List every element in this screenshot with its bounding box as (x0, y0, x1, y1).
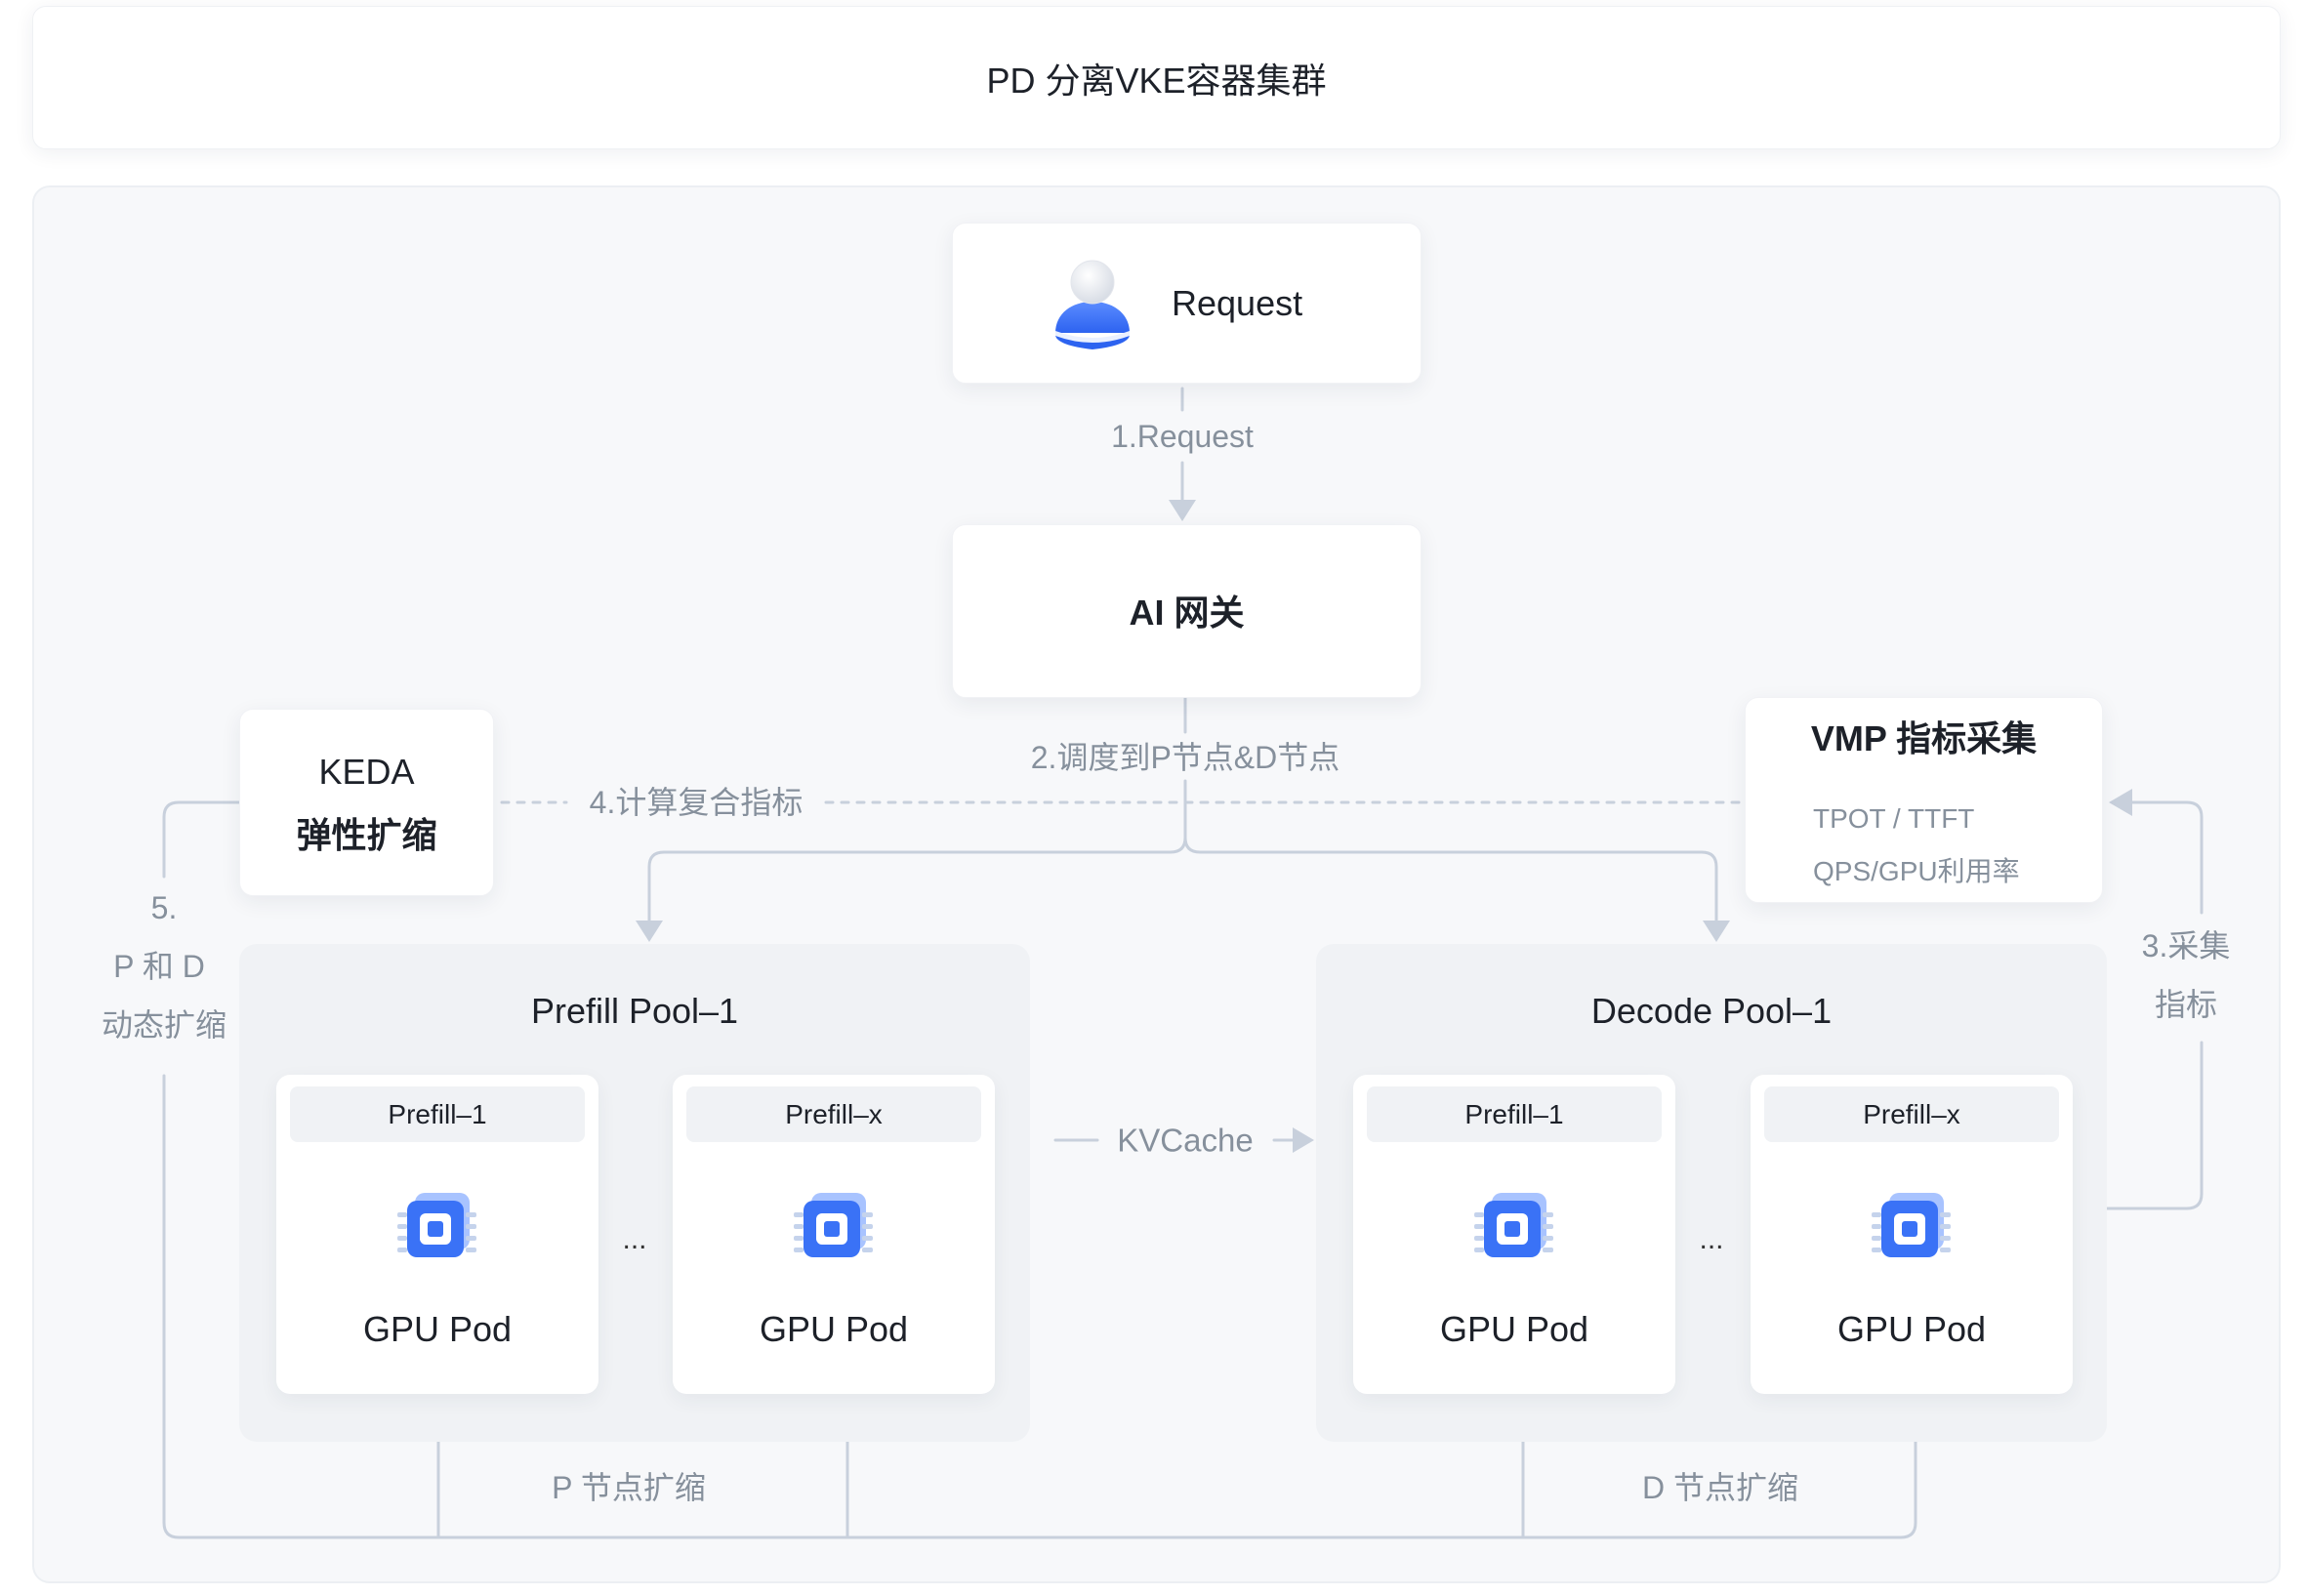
vmp-title: VMP 指标采集 (1810, 718, 2038, 758)
edge-label-scaling-action: 动态扩缩 (101, 1007, 227, 1043)
chip-icon (1474, 1193, 1553, 1257)
request-node: Request (952, 223, 1422, 384)
edge-label-scaling-target: P 和 D (113, 949, 205, 984)
vmp-metric-throughput: QPS/GPU利用率 (1813, 856, 2020, 886)
arrowhead-kvcache (1293, 1127, 1314, 1153)
pod-type: GPU Pod (759, 1309, 909, 1349)
cluster-banner: PD 分离VKE容器集群 (32, 6, 2281, 149)
pod-type: GPU Pod (362, 1309, 513, 1349)
more-pods-ellipsis: ... (622, 1223, 647, 1255)
user-icon (1055, 260, 1130, 349)
keda-subtitle: 弹性扩缩 (296, 815, 437, 855)
edge-label-compute-metrics: 4.计算复合指标 (589, 785, 804, 820)
edge-label-kvcache: KVCache (1117, 1122, 1254, 1159)
more-pods-ellipsis: ... (1699, 1223, 1724, 1255)
edge-dynamic-scaling-top (162, 800, 241, 879)
keda-node: KEDA 弹性扩缩 (239, 709, 494, 896)
arrowhead-to-gateway (1169, 500, 1196, 521)
pod-name: Prefill–x (686, 1086, 981, 1142)
decode-pool: Decode Pool–1 Prefill–1 GPU Pod ... Pref… (1316, 944, 2107, 1442)
edge-gateway-to-prefill (647, 779, 1187, 923)
edge-label-d-scaling: D 节点扩缩 (1641, 1470, 1799, 1505)
pod-name: Prefill–1 (290, 1086, 585, 1142)
chip-icon (397, 1193, 476, 1257)
edge-label-collect: 3.采集 (2141, 928, 2231, 963)
gpu-pod-card: Prefill–1 GPU Pod (1353, 1075, 1675, 1394)
pod-name: Prefill–x (1764, 1086, 2059, 1142)
edge-label-dispatch: 2.调度到P节点&D节点 (1030, 740, 1340, 775)
pool-title: Prefill Pool–1 (530, 991, 739, 1031)
arrowhead-to-prefill-pool (636, 921, 663, 942)
chip-icon (794, 1193, 873, 1257)
prefill-pool: Prefill Pool–1 Prefill–1 GPU Pod ... Pre… (239, 944, 1030, 1442)
ai-gateway-label: AI 网关 (1129, 593, 1245, 633)
edge-label-request: 1.Request (1111, 419, 1254, 454)
pool-title: Decode Pool–1 (1590, 991, 1833, 1031)
keda-name: KEDA (318, 752, 415, 792)
gpu-pod-card: Prefill–x GPU Pod (673, 1075, 995, 1394)
edge-gateway-to-decode (1183, 836, 1718, 923)
edge-label-collect-metrics: 指标 (2154, 987, 2218, 1022)
edge-label-scaling-step: 5. (150, 890, 178, 925)
pod-name: Prefill–1 (1367, 1086, 1662, 1142)
edge-dynamic-scaling-bottom (162, 1074, 1917, 1539)
gpu-pod-card: Prefill–1 GPU Pod (276, 1075, 598, 1394)
chip-icon (1872, 1193, 1951, 1257)
request-label: Request (1172, 283, 1303, 323)
cluster-title: PD 分离VKE容器集群 (986, 60, 1327, 101)
gpu-pod-card: Prefill–x GPU Pod (1751, 1075, 2073, 1394)
ai-gateway-node: AI 网关 (952, 524, 1422, 698)
edge-label-p-scaling: P 节点扩缩 (552, 1470, 706, 1505)
vmp-metric-latency: TPOT / TTFT (1813, 803, 1975, 834)
pod-type: GPU Pod (1836, 1309, 1987, 1349)
edge-collect-metrics-bottom (2105, 1041, 2204, 1210)
pod-type: GPU Pod (1439, 1309, 1589, 1349)
arrowhead-to-vmp (2109, 789, 2132, 816)
vmp-node: VMP 指标采集 TPOT / TTFT QPS/GPU利用率 (1745, 697, 2103, 903)
arrowhead-to-decode-pool (1703, 921, 1730, 942)
edge-collect-metrics-top (2130, 800, 2204, 915)
